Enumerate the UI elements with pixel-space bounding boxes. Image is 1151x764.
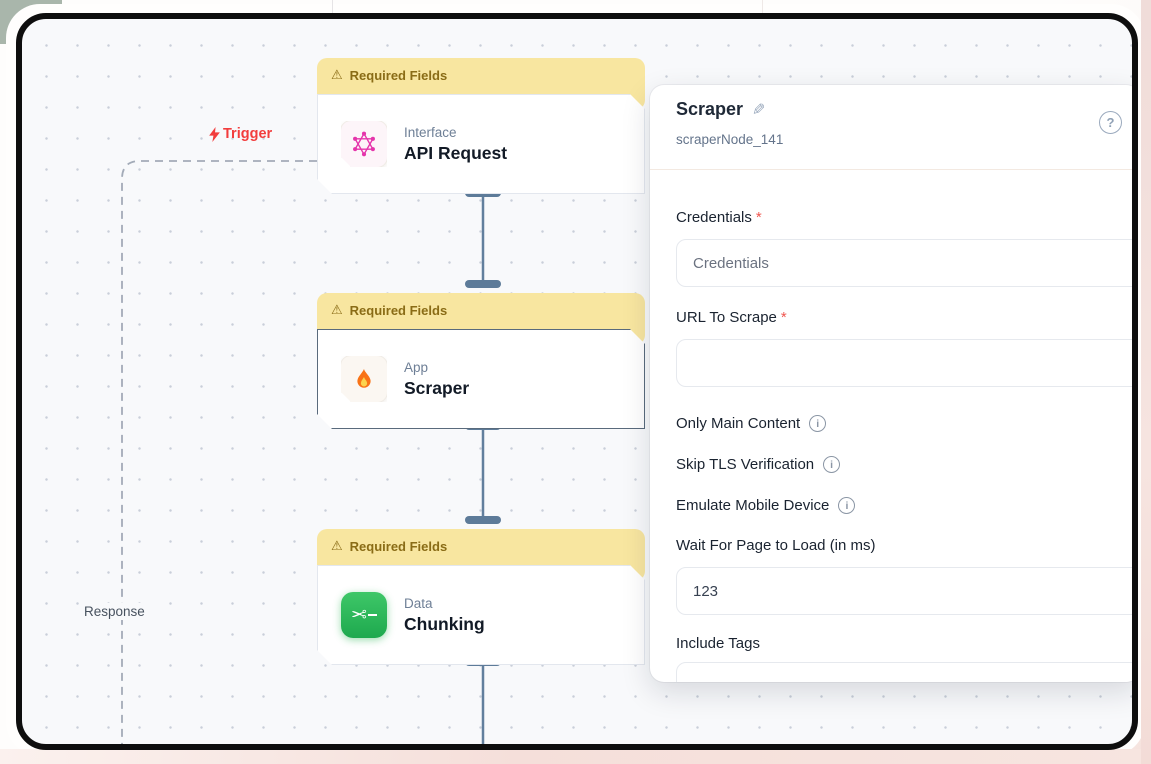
workflow-canvas[interactable]: Trigger Response ⚠ Required Fields xyxy=(16,13,1138,750)
node-card-chunking[interactable]: ✂ Data Chunking xyxy=(317,565,645,665)
url-to-scrape-label: URL To Scrape* xyxy=(676,309,787,326)
node-category: Interface xyxy=(404,124,457,140)
node-category: Data xyxy=(404,595,433,611)
panel-divider xyxy=(650,169,1132,170)
response-edge-label: Response xyxy=(80,603,149,620)
wait-for-page-label: Wait For Page to Load (in ms) xyxy=(676,537,876,554)
warning-icon: ⚠ xyxy=(331,538,343,553)
node-title: Chunking xyxy=(404,613,485,634)
skip-tls-verification-row: Skip TLS Verification i xyxy=(676,456,841,473)
warning-icon: ⚠ xyxy=(331,302,343,317)
trigger-edge-text: Trigger xyxy=(223,126,273,142)
lightning-bolt-icon xyxy=(209,126,220,142)
banner-label: Required Fields xyxy=(349,538,448,554)
node-id-label: scraperNode_141 xyxy=(676,132,784,147)
credentials-input[interactable] xyxy=(676,239,1132,287)
info-icon[interactable]: i xyxy=(809,415,827,432)
node-text: App Scraper xyxy=(404,360,469,399)
scissors-dash xyxy=(368,614,377,616)
scissors-icon: ✂ xyxy=(341,592,387,638)
url-to-scrape-input[interactable] xyxy=(676,339,1132,387)
node-card-scraper[interactable]: App Scraper xyxy=(317,329,645,429)
only-main-content-label: Only Main Content xyxy=(676,415,801,432)
trigger-edge-label: Trigger xyxy=(208,126,272,142)
background-gridline xyxy=(762,0,763,14)
warning-icon: ⚠ xyxy=(331,67,343,82)
emulate-mobile-device-label: Emulate Mobile Device xyxy=(676,497,830,514)
banner-label: Required Fields xyxy=(349,302,448,318)
fire-icon xyxy=(341,356,387,402)
include-tags-input[interactable] xyxy=(676,662,1132,682)
background-gridline xyxy=(332,0,333,14)
trigger-response-edge xyxy=(121,160,317,744)
node-title: Scraper xyxy=(404,377,470,398)
wait-for-page-input[interactable] xyxy=(676,567,1132,615)
scissors-glyph: ✂ xyxy=(350,604,367,626)
banner-content: ⚠ Required Fields xyxy=(331,67,447,83)
input-handle[interactable] xyxy=(465,280,501,288)
node-title: API Request xyxy=(404,142,508,163)
panel-title: Scraper xyxy=(676,99,744,119)
credentials-label: Credentials* xyxy=(676,209,762,226)
node-card-api-request[interactable]: Interface API Request xyxy=(317,94,645,194)
banner-content: ⚠ Required Fields xyxy=(331,538,447,554)
background-pink-strip xyxy=(0,749,1151,764)
banner-label: Required Fields xyxy=(349,67,448,83)
config-panel: Scraper ✎ scraperNode_141 ? Credentials*… xyxy=(650,85,1132,682)
graphql-icon xyxy=(341,121,387,167)
background-pink-strip xyxy=(1141,0,1151,764)
node-category: App xyxy=(404,359,429,375)
input-handle[interactable] xyxy=(465,516,501,524)
edit-title-icon[interactable]: ✎ xyxy=(752,101,766,119)
required-marker: * xyxy=(780,309,787,326)
only-main-content-row: Only Main Content i xyxy=(676,415,827,432)
node-text: Data Chunking xyxy=(404,596,485,635)
skip-tls-verification-label: Skip TLS Verification xyxy=(676,456,815,473)
required-marker: * xyxy=(755,209,762,226)
info-icon[interactable]: i xyxy=(823,456,841,473)
include-tags-label: Include Tags xyxy=(676,635,760,652)
emulate-mobile-device-row: Emulate Mobile Device i xyxy=(676,497,856,514)
node-text: Interface API Request xyxy=(404,125,507,164)
banner-content: ⚠ Required Fields xyxy=(331,302,447,318)
help-icon[interactable]: ? xyxy=(1099,111,1122,134)
info-icon[interactable]: i xyxy=(838,497,856,514)
